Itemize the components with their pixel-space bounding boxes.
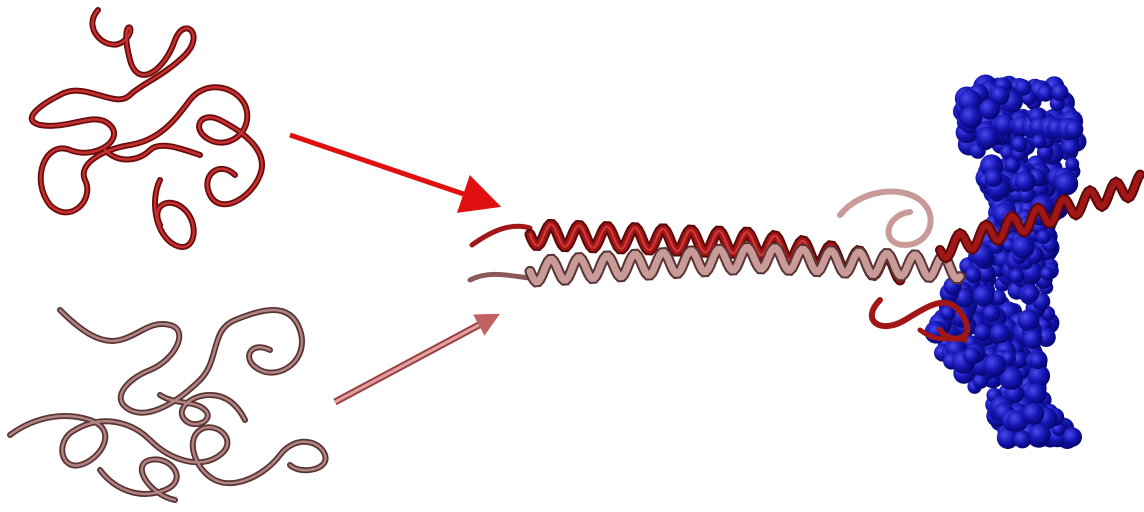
- dna-atom: [1013, 430, 1031, 448]
- dna-atom: [979, 99, 1000, 120]
- dna-atom: [1065, 157, 1079, 171]
- dna-atom: [1023, 329, 1043, 349]
- dna-atom: [1011, 136, 1027, 152]
- dna-atom: [1040, 267, 1054, 281]
- dna-atom: [1063, 428, 1082, 447]
- dna-atom: [985, 169, 1003, 187]
- dna-atom: [990, 323, 1010, 343]
- dna-atom: [1010, 269, 1025, 284]
- dna-atom: [1037, 230, 1051, 244]
- helix-b-n-terminus: [470, 274, 530, 280]
- dna-atom: [973, 285, 995, 307]
- dna-atom: [1025, 383, 1046, 404]
- dna-atom: [1022, 285, 1039, 302]
- dna-atom: [1032, 134, 1046, 148]
- arrow-a: [290, 135, 487, 202]
- arrow-b: [335, 318, 492, 402]
- dna-atom: [977, 127, 999, 149]
- dna-atom: [1023, 403, 1045, 425]
- dna-atom: [1018, 309, 1040, 331]
- dna-atom: [1029, 424, 1051, 446]
- dna-atom: [1051, 84, 1068, 101]
- dna-atom: [1062, 138, 1080, 156]
- dna-atom: [960, 106, 982, 128]
- dna-atom: [1015, 171, 1036, 192]
- monomer-b-disordered-chain: [10, 310, 326, 500]
- dna-atom: [983, 305, 1001, 323]
- helix-a-n-terminus: [472, 226, 530, 245]
- dna-atom: [1055, 172, 1079, 196]
- dna-atom: [983, 354, 1006, 377]
- dna-atom: [963, 347, 980, 364]
- dna-atom: [1064, 120, 1083, 139]
- dna-atom: [965, 267, 981, 283]
- dna-atom: [1011, 235, 1034, 258]
- dna-atom: [1029, 352, 1046, 369]
- monomer-a-disordered-chain: [32, 10, 262, 247]
- helix-b-loop: [840, 192, 931, 245]
